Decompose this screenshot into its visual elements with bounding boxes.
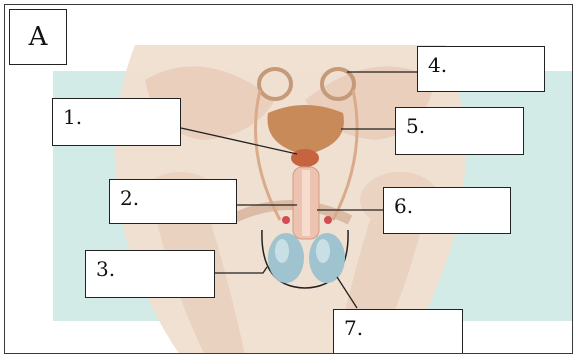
label-number-1: 1. [63,105,82,129]
label-number-4: 4. [428,53,447,77]
label-number-7: 7. [344,316,363,340]
label-box-2[interactable]: 2. [109,179,237,224]
label-number-2: 2. [120,186,139,210]
label-number-5: 5. [406,114,425,138]
label-box-5[interactable]: 5. [395,107,524,155]
left-testis-highlight [275,239,289,263]
panel-letter: A [9,9,67,65]
label-box-4[interactable]: 4. [417,46,545,92]
right-testis-highlight [316,239,330,263]
label-number-3: 3. [96,257,115,281]
diagram-frame: A 1. 2. 3. 4. 5. 6. 7. [4,4,573,354]
label-number-6: 6. [394,194,413,218]
label-box-1[interactable]: 1. [52,98,181,146]
epididymis-left [282,216,290,224]
label-box-3[interactable]: 3. [85,250,215,298]
label-box-6[interactable]: 6. [383,187,511,234]
urethra-core [302,170,310,236]
label-box-7[interactable]: 7. [333,309,463,354]
prostate [291,149,319,167]
epididymis-right [324,216,332,224]
